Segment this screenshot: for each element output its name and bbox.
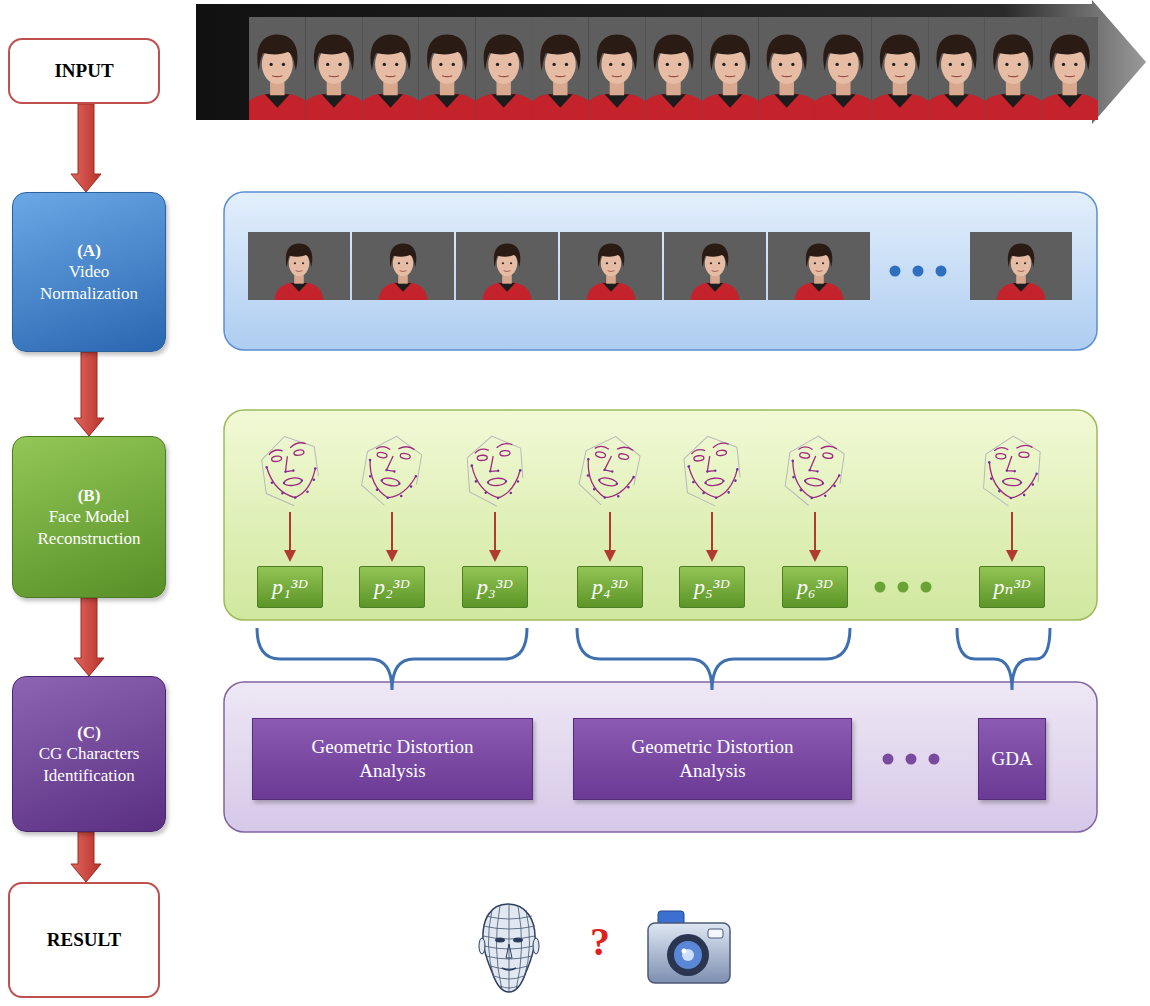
film-strip (196, 0, 1146, 124)
question-mark: ? (590, 922, 610, 962)
normalization-panel (224, 192, 1097, 350)
box-heading: (C) (77, 722, 101, 743)
box-label: pₙ³ᴰ (993, 574, 1030, 600)
box-label: p₃³ᴰ (477, 574, 513, 600)
stage-box: (A)Video Normalization (12, 192, 166, 352)
flow-arrow (74, 352, 104, 436)
ellipsis-dots (890, 266, 947, 277)
analysis-box: GDA (978, 718, 1046, 800)
grouping-braces (257, 628, 1050, 690)
input-box: INPUT (8, 38, 160, 104)
box-label: p₁³ᴰ (272, 574, 308, 600)
ellipsis-dots (883, 754, 940, 765)
box-label: Face Model Reconstruction (27, 506, 151, 549)
box-label: RESULT (47, 929, 121, 951)
box-label: Geometric Distortion Analysis (605, 735, 820, 783)
landmark-sketches (259, 431, 1041, 511)
box-label: CG Characters Identification (27, 743, 151, 786)
box-label: GDA (991, 747, 1032, 771)
identification-panel (224, 682, 1097, 832)
model-box: p₆³ᴰ (782, 566, 848, 608)
analysis-box: Geometric Distortion Analysis (573, 718, 852, 800)
flow-arrow (71, 832, 101, 882)
stage-box: (B)Face Model Reconstruction (12, 436, 166, 598)
box-label: p₂³ᴰ (374, 574, 410, 600)
analysis-box: Geometric Distortion Analysis (252, 718, 533, 800)
box-heading: (A) (77, 240, 101, 261)
strip-arrow (196, 0, 1146, 124)
flow-arrow (74, 598, 104, 676)
box-label: Video Normalization (27, 261, 151, 304)
model-box: p₄³ᴰ (577, 566, 643, 608)
reconstruction-panel (224, 410, 1097, 620)
flow-arrow (71, 104, 101, 192)
model-box: p₅³ᴰ (679, 566, 745, 608)
box-label: p₆³ᴰ (797, 574, 833, 600)
model-box: pₙ³ᴰ (979, 566, 1045, 608)
ellipsis-dots (875, 582, 932, 593)
model-box: p₁³ᴰ (257, 566, 323, 608)
model-box: p₃³ᴰ (462, 566, 528, 608)
result-box: RESULT (8, 882, 160, 998)
cg-head-icon (479, 904, 539, 992)
camera-icon (648, 911, 730, 983)
box-label: p₅³ᴰ (694, 574, 730, 600)
box-heading: (B) (78, 485, 101, 506)
box-label: INPUT (54, 60, 113, 82)
video-frames (226, 17, 1121, 120)
normalized-frames (248, 232, 1072, 300)
model-box: p₂³ᴰ (359, 566, 425, 608)
box-label: Geometric Distortion Analysis (285, 735, 500, 783)
reconstruction-arrows (284, 512, 1018, 562)
box-label: p₄³ᴰ (592, 574, 628, 600)
stage-box: (C)CG Characters Identification (12, 676, 166, 832)
